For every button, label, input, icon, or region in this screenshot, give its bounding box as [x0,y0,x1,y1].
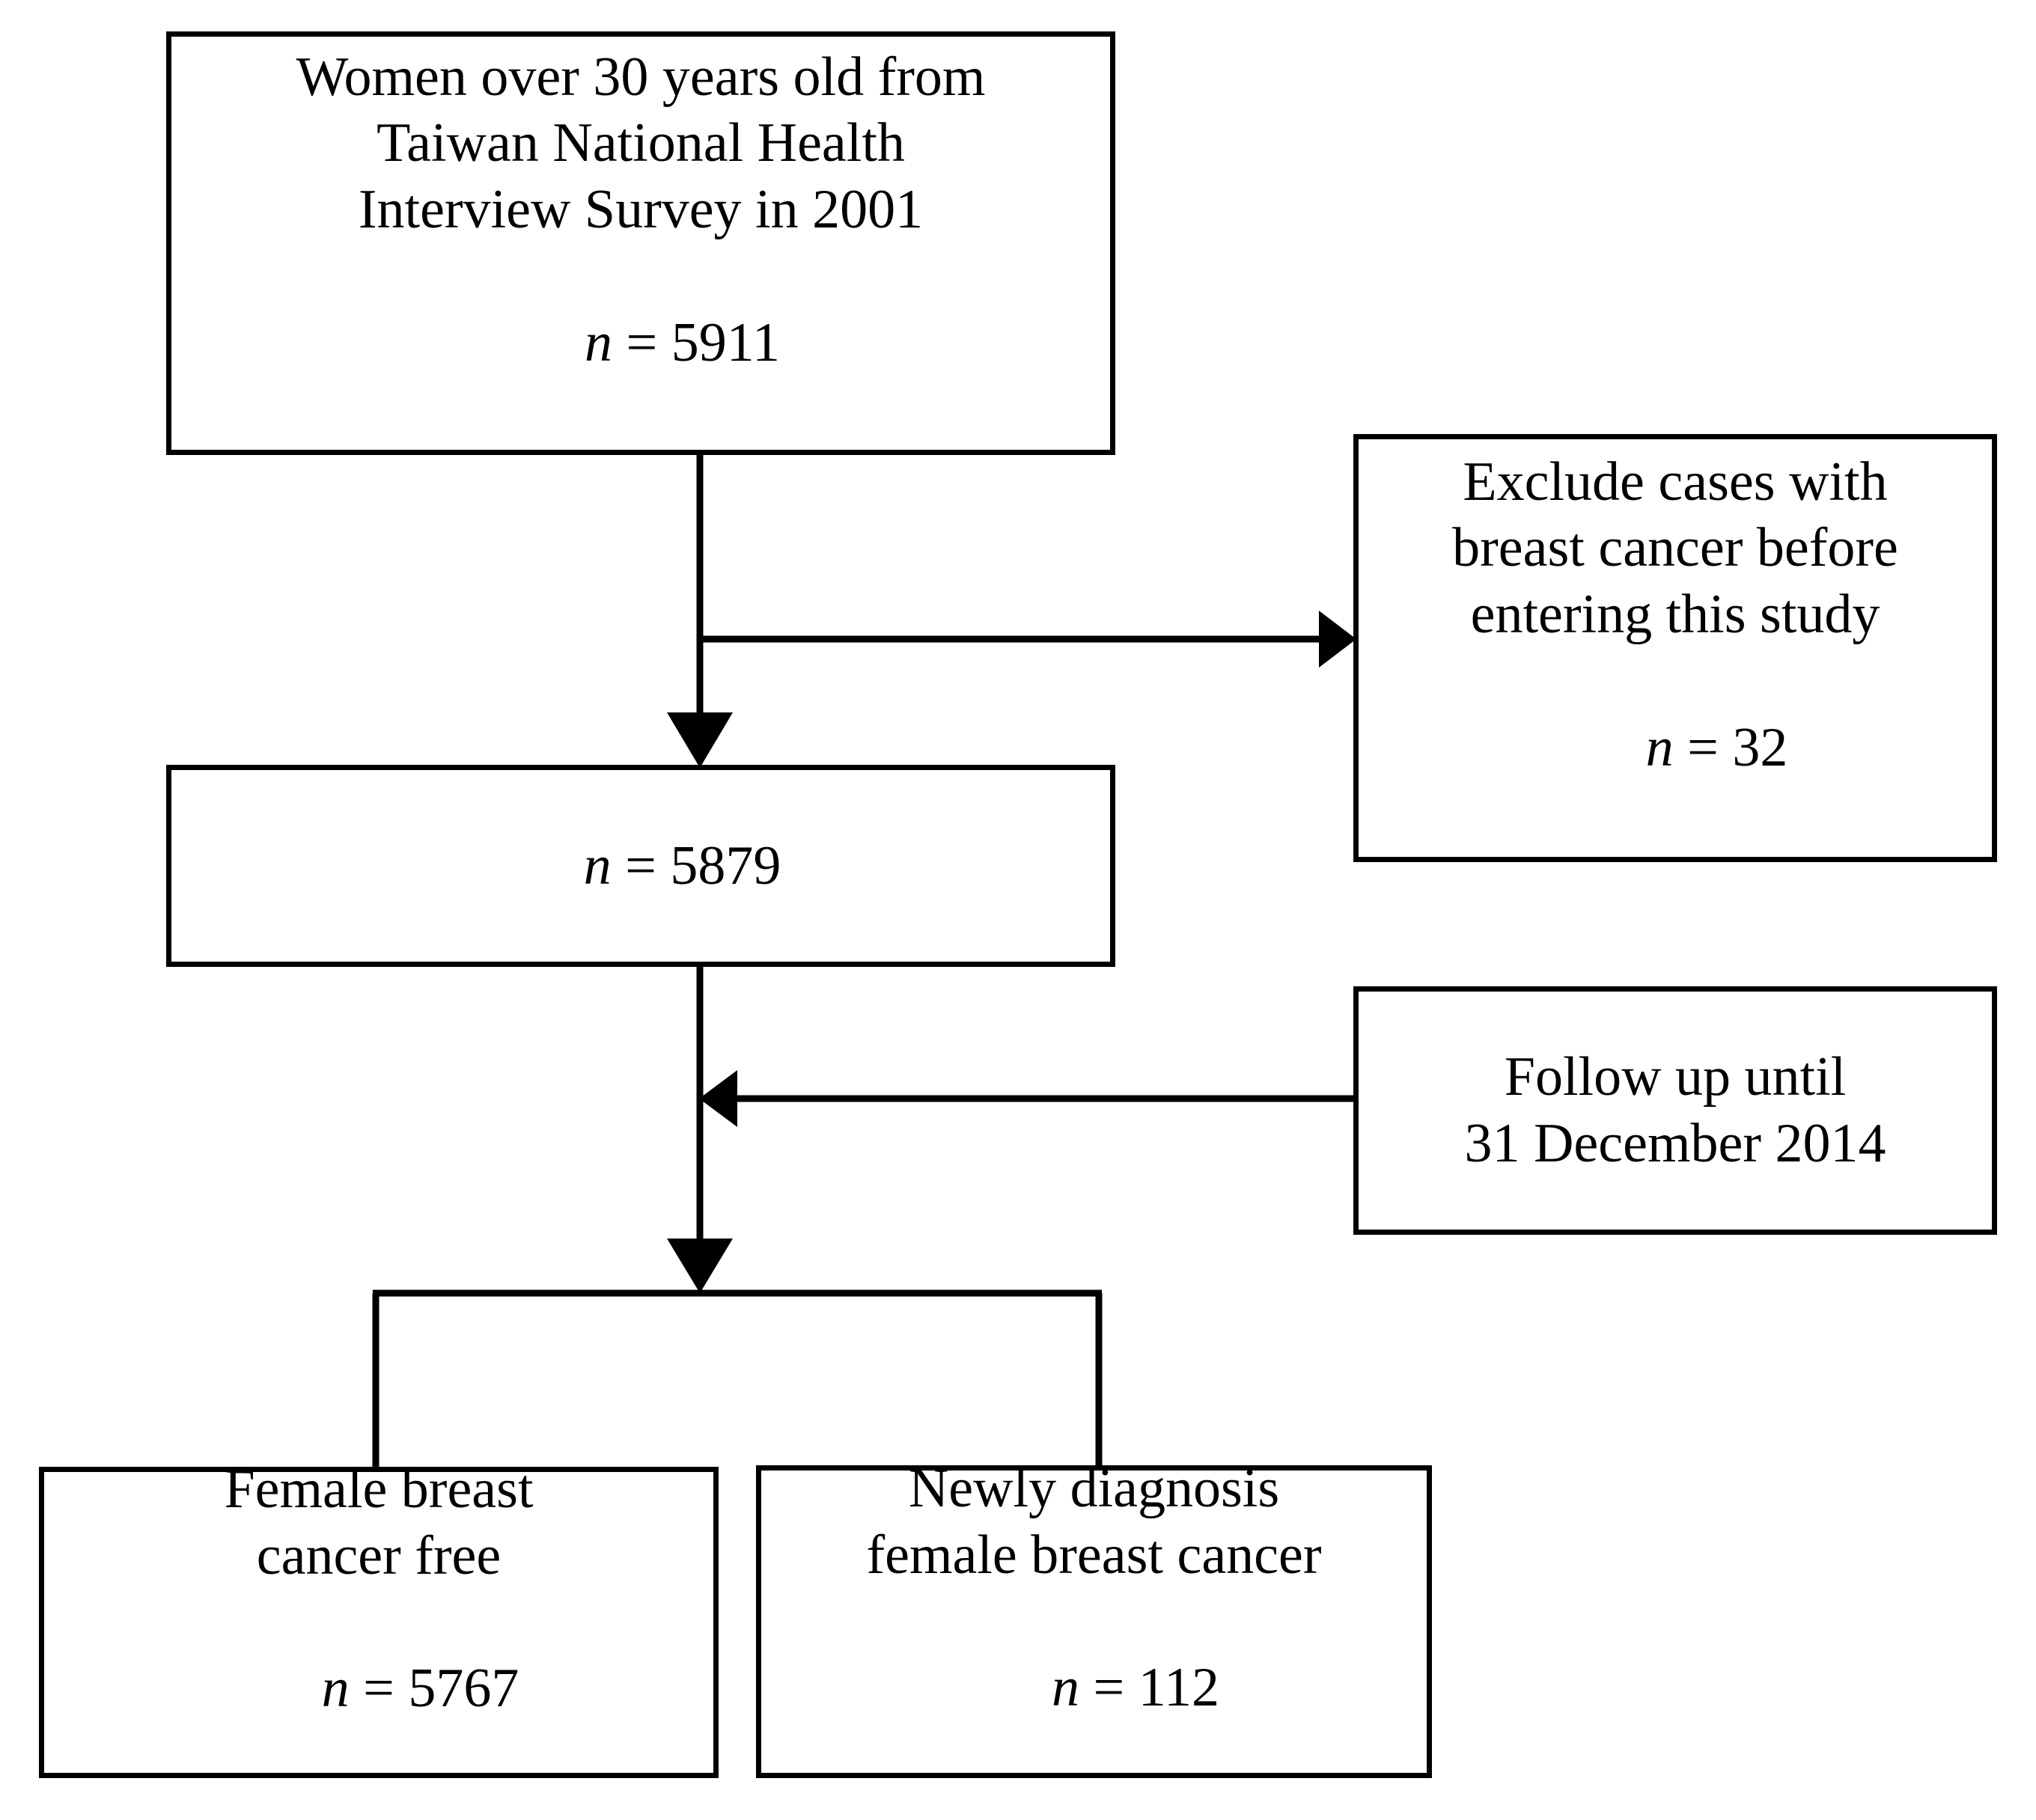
connector-followup-to-cohort [699,1070,1353,1127]
n-equals: = [1673,716,1733,778]
n-value: 32 [1732,716,1788,778]
n-value: 5879 [670,834,781,897]
n-symbol: n [1052,1657,1079,1719]
n-symbol: n [583,834,612,897]
connector-split-bracket [372,1289,1103,1468]
arrowhead-down-to-split [667,1239,733,1293]
node-new-diagnosis: Newly diagnosis female breast cancer n =… [756,1458,1432,1778]
node-follow-up-line-1: Follow up until [1504,1046,1847,1108]
node-cancer-free-line-2: cancer free [256,1524,502,1587]
node-excluded-cases-line-3: entering this study [1470,584,1880,646]
n-symbol: n [321,1658,350,1720]
connector-source-to-eligible [667,454,733,768]
node-follow-up-line-2: 31 December 2014 [1464,1113,1886,1174]
n-value: 5911 [671,311,780,373]
connector-source-to-excluded [700,611,1356,668]
n-symbol: n [1645,716,1674,778]
node-eligible-cohort-count: n = 5879 [501,766,781,965]
node-follow-up: Follow up until 31 December 2014 [1353,986,1997,1235]
n-symbol: n [585,311,612,373]
arrowhead-down-to-eligible [667,712,733,768]
connector-eligible-to-split [667,967,733,1293]
node-source-cohort: Women over 30 years old from Taiwan Nati… [166,31,1115,455]
n-value: 5767 [408,1658,519,1720]
node-new-diagnosis-line-2: female breast cancer [866,1524,1322,1586]
arrowhead-right-to-excluded [1319,611,1356,668]
node-source-cohort-count: n = 5911 [502,243,780,442]
node-source-cohort-line-2: Taiwan National Health [377,112,905,174]
n-equals: = [611,834,671,897]
n-equals: = [1079,1657,1139,1719]
node-excluded-cases: Exclude cases with breast cancer before … [1353,434,1997,862]
node-cancer-free-line-1: Female breast [224,1459,534,1521]
node-excluded-cases-count: n = 32 [1563,648,1788,847]
node-source-cohort-line-3: Interview Survey in 2001 [358,179,924,241]
node-excluded-cases-line-1: Exclude cases with [1463,451,1888,513]
node-eligible-cohort: n = 5879 [166,765,1115,967]
node-excluded-cases-line-2: breast cancer before [1452,517,1898,579]
node-cancer-free: Female breast cancer free n = 5767 [39,1459,719,1778]
n-value: 112 [1138,1657,1219,1719]
node-source-cohort-line-1: Women over 30 years old from [296,46,986,108]
node-new-diagnosis-line-1: Newly diagnosis [908,1458,1280,1520]
node-cancer-free-count: n = 5767 [239,1590,519,1789]
n-equals: = [349,1658,409,1720]
node-new-diagnosis-count: n = 112 [969,1589,1219,1788]
arrowhead-left-to-cohort [699,1070,737,1127]
n-equals: = [612,311,671,373]
